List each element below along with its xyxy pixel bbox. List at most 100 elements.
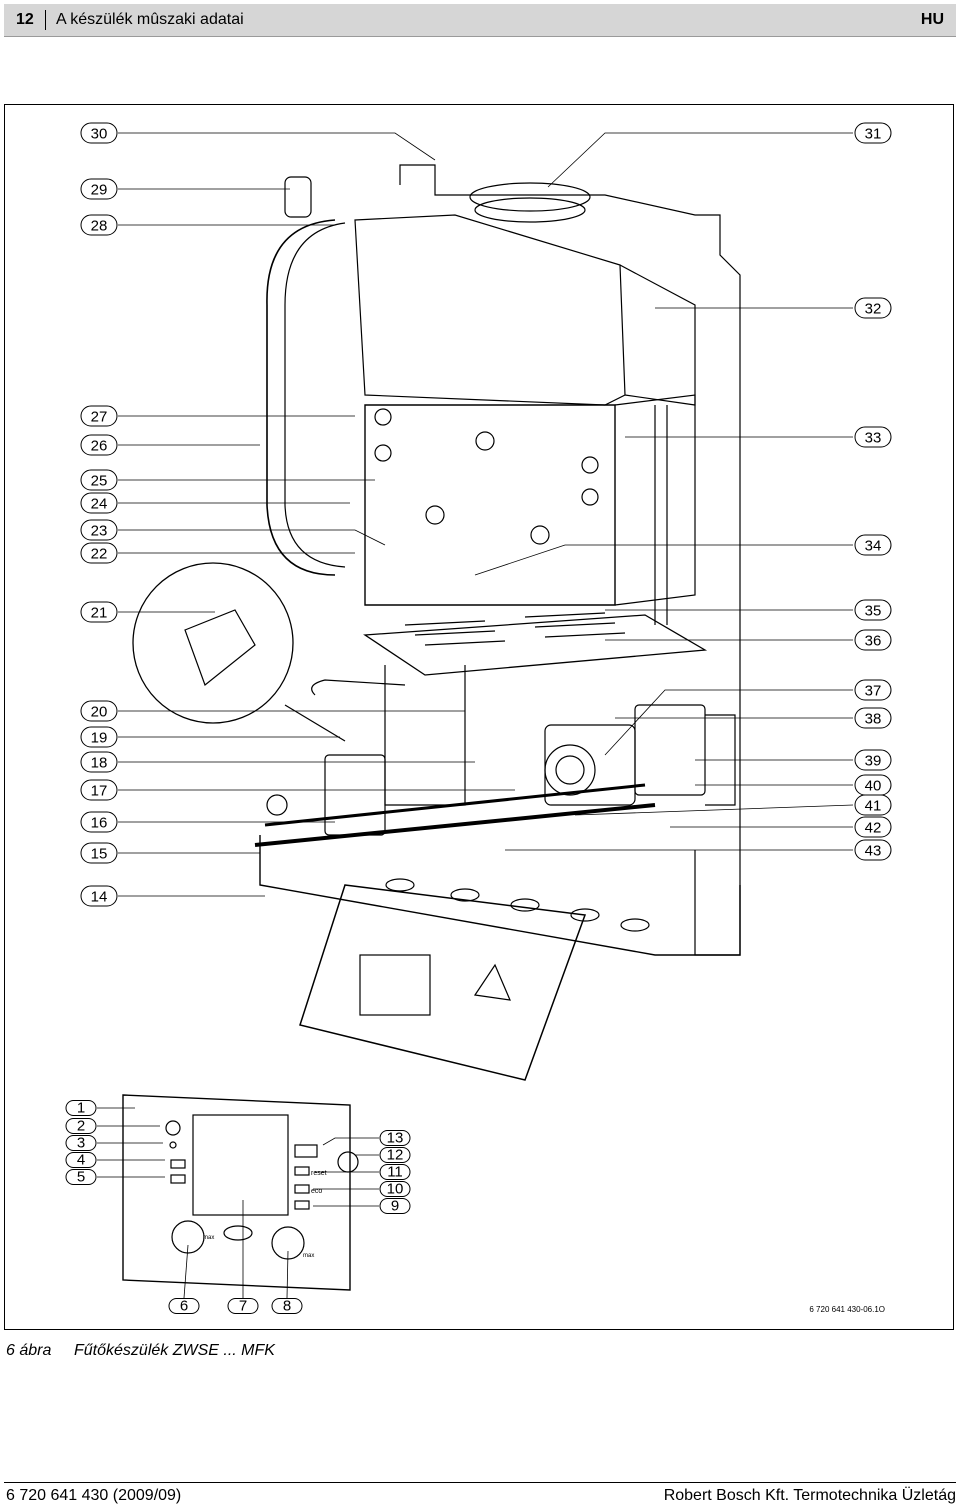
expansion-vessel-inner: [284, 222, 346, 568]
callout-label: 20: [91, 703, 108, 720]
callout-15: 15: [80, 842, 118, 864]
page-header: 12 A készülék mûszaki adatai HU: [4, 4, 956, 37]
callout-label: 19: [91, 729, 108, 746]
callout-24: 24: [80, 492, 118, 514]
callout-38: 38: [854, 707, 892, 729]
three-way-valve: [324, 754, 386, 836]
callout-16: 16: [80, 811, 118, 833]
callout-41: 41: [854, 794, 892, 816]
fan-hood: [354, 214, 626, 406]
chamber-hole: [530, 525, 550, 545]
pump: [544, 744, 596, 796]
callout-label: 30: [91, 125, 108, 142]
callout-label: 2: [77, 1118, 85, 1135]
callout-29: 29: [80, 178, 118, 200]
callout-label: 6: [180, 1298, 188, 1315]
page-number: 12: [16, 11, 34, 28]
callout-17: 17: [80, 779, 118, 801]
callout-label: 32: [865, 300, 882, 317]
callout-28: 28: [80, 214, 118, 236]
callout-label: 15: [91, 845, 108, 862]
base-hole: [385, 878, 415, 892]
gas-valve-block: [384, 665, 466, 806]
callout-label: 31: [865, 125, 882, 142]
callout-label: 40: [865, 777, 882, 794]
boiler-drawing: 3029282726252423222120191817161514313233…: [65, 122, 892, 1315]
detail-circle: [132, 562, 294, 724]
callout-22: 22: [80, 542, 118, 564]
callout-label: 26: [91, 437, 108, 454]
callout-label: 24: [91, 495, 108, 512]
callout-label: 25: [91, 472, 108, 489]
callout-label: 23: [91, 522, 108, 539]
callout-label: 35: [865, 602, 882, 619]
callout-30: 30: [80, 122, 118, 144]
callout-label: 41: [865, 797, 882, 814]
indicator-led: [169, 1141, 177, 1149]
chamber-hole: [425, 505, 445, 525]
callout-label: 7: [239, 1298, 247, 1315]
chamber-hole: [581, 456, 599, 474]
reset-label: reset: [311, 1170, 327, 1177]
panel-display: [294, 1144, 318, 1158]
vertical-pipe: [654, 405, 668, 625]
control-box: [299, 884, 587, 1081]
callout-label: 37: [865, 682, 882, 699]
callout-4: 4: [65, 1152, 97, 1169]
callout-label: 13: [387, 1130, 404, 1147]
panel-button: [170, 1174, 186, 1184]
callout-label: 9: [391, 1198, 399, 1215]
callout-label: 38: [865, 710, 882, 727]
callout-label: 10: [387, 1181, 404, 1198]
callout-37: 37: [854, 679, 892, 701]
callout-31: 31: [854, 122, 892, 144]
callout-8: 8: [271, 1298, 303, 1315]
pipe: [311, 679, 406, 696]
chamber-hole: [374, 444, 392, 462]
burner-tray: [363, 614, 708, 676]
callout-2: 2: [65, 1118, 97, 1135]
callout-5: 5: [65, 1169, 97, 1186]
diagnostic-socket: [223, 1225, 253, 1241]
valve-connector: [266, 794, 288, 816]
callout-label: 28: [91, 217, 108, 234]
back-frame: [399, 164, 741, 956]
callout-40: 40: [854, 774, 892, 796]
callout-12: 12: [379, 1147, 411, 1164]
power-button: [165, 1120, 181, 1136]
callout-label: 22: [91, 545, 108, 562]
callout-label: 16: [91, 814, 108, 831]
leader-lines: [97, 132, 854, 1299]
document-id: 6 720 641 430 (2009/09): [6, 1487, 182, 1504]
callout-11: 11: [379, 1164, 411, 1181]
chamber-hole: [475, 431, 495, 451]
drawing-id: 6 720 641 430-06.1O: [809, 1305, 885, 1314]
callout-39: 39: [854, 749, 892, 771]
combustion-chamber: [364, 404, 616, 606]
detail-arrow: [284, 704, 346, 742]
callout-label: 21: [91, 604, 108, 621]
figure-title: Fűtőkészülék ZWSE ... MFK: [74, 1342, 275, 1359]
publisher: Robert Bosch Kft. Termotechnika Üzletág: [663, 1487, 956, 1504]
callout-label: 1: [77, 1100, 85, 1117]
callout-label: 27: [91, 408, 108, 425]
callout-32: 32: [854, 297, 892, 319]
callout-1: 1: [65, 1100, 97, 1117]
callout-label: 29: [91, 181, 108, 198]
callout-23: 23: [80, 519, 118, 541]
callout-10: 10: [379, 1181, 411, 1198]
control-panel: [122, 1094, 351, 1291]
pipe-main: [254, 803, 656, 847]
callout-43: 43: [854, 839, 892, 861]
callout-label: 11: [387, 1164, 403, 1181]
flue-collar-inner: [474, 197, 586, 223]
callout-label: 36: [865, 632, 882, 649]
chamber-hole: [581, 488, 599, 506]
eco-label: eco: [311, 1188, 322, 1195]
callout-label: 4: [77, 1152, 85, 1169]
callout-27: 27: [80, 405, 118, 427]
callout-label: 39: [865, 752, 882, 769]
callout-label: 12: [387, 1147, 404, 1164]
